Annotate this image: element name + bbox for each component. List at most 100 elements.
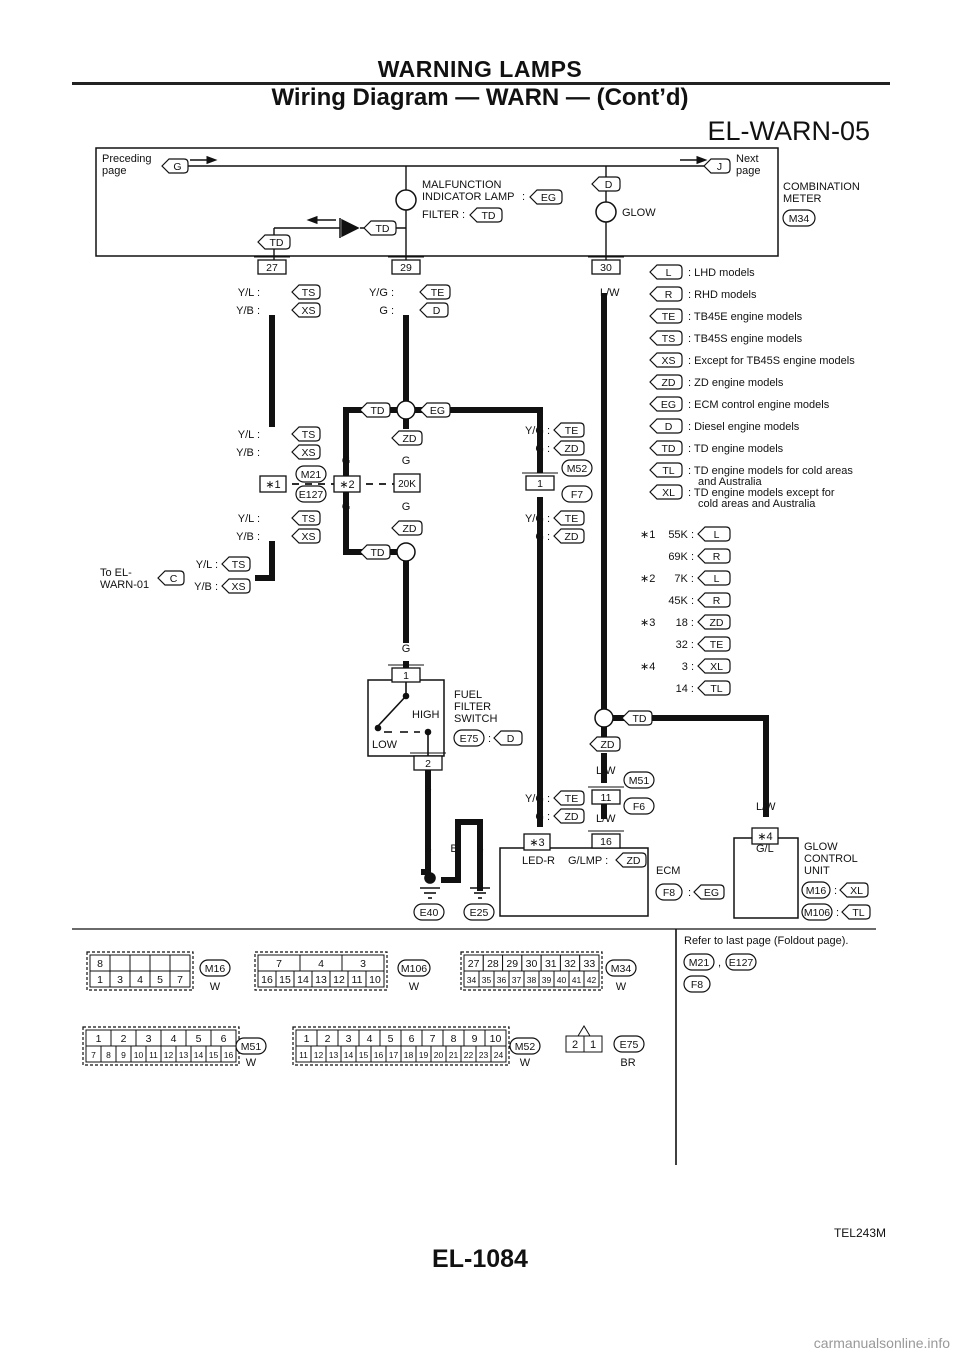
td-4: TD [633,713,647,725]
conn-m16-pin-b2: 4 [137,974,143,986]
wire-g-4: G : [535,811,550,823]
glow-colon-2: : [836,907,839,919]
zd-3-tag: ZD [553,528,585,544]
te-3-tag: TE [553,510,585,526]
xs-3-tag: XS [291,528,321,544]
star-val-2-1: 32 : [676,639,694,651]
conn-m34-frame [460,951,603,991]
xs-1: XS [301,305,315,317]
diode-tag-tag: TD [363,220,397,236]
m21-pill-pill: M21 [295,465,327,483]
star-tag-0-0-tag: L [697,526,731,542]
legend-text-9: : TD engine models for cold areas [688,465,853,477]
refer-m21: M21 [689,957,710,969]
section-heading: WARNING LAMPS [377,56,583,82]
legend-tag-4-tag: XS [649,352,683,368]
f7-pill-pill-outline [561,485,593,503]
xs-4-tag-outline [221,578,251,594]
conn-m51-pin-t3: 4 [171,1033,177,1045]
star-tag-2-0: ZD [710,617,724,629]
preceding-label: Preceding [102,153,152,165]
m52-pill-pill-outline [561,459,593,477]
conn-m16-color: W [210,981,221,993]
star2-box: ∗2 [339,479,354,491]
m21-pill: M21 [301,469,322,481]
ecm-eg-tag: EG [693,884,725,900]
f6-pill-pill-outline [623,797,655,815]
star-tag-1-1: R [713,595,721,607]
star-val-1-1: 45K : [668,595,694,607]
legend-tag-7-tag: D [649,418,683,434]
d-1-tag-outline [419,302,449,318]
wire-yl-2: Y/L : [238,429,260,441]
ecm-f8-pill: F8 [655,883,683,901]
heading-rule [72,82,890,85]
wire-yg-1: Y/G : [369,287,394,299]
conn-m52-pin-t8: 9 [472,1033,478,1045]
conn-m34-pin-t6: 33 [584,958,596,970]
zd-5-tag: ZD [553,808,585,824]
conn-m51-pin-b4: 11 [149,1050,158,1060]
conn-m52-pin-t4: 5 [388,1033,394,1045]
conn-m52-cell-t9 [484,1029,507,1047]
glow-tl-tag: TL [841,904,871,920]
conn-m52-pin-b5: 16 [374,1050,384,1060]
pin-30: 30 [600,262,612,274]
conn-m16-cell-t2 [129,954,151,972]
conn-e75-id-pill: E75 [613,1035,645,1053]
preceding-tag: G [173,161,181,173]
conn-m51-pin-b2: 9 [121,1050,126,1060]
wire-g-2: G : [535,443,550,455]
zd-3: ZD [565,531,579,543]
legend-tag-0-tag: L [649,264,683,280]
conn-e75-pin1: 1 [590,1039,596,1051]
glow-m16-pill-outline [801,881,831,899]
xs-2: XS [301,447,315,459]
conn-m16-cell-t1 [109,954,131,972]
zd-j1: ZD [403,433,417,445]
wire-g-c: G [342,501,351,513]
te-4: TE [565,793,578,805]
star4-box-box [751,827,779,845]
conn-m106-pin-b3: 13 [315,974,327,986]
legend-tag-5-tag: ZD [649,374,683,390]
figure-code: TEL243M [833,1226,886,1240]
star-tag-3-0: XL [710,661,723,673]
ecm-pin-11-box [591,789,621,805]
zd-4: ZD [601,739,615,751]
conn-m52-pin-t1: 2 [325,1033,331,1045]
m21-pill-pill-outline [295,465,327,483]
legend-text2-10: cold areas and Australia [698,498,816,510]
conn-m52-pin-b12: 23 [479,1050,489,1060]
conn-m51-pin-t1: 2 [121,1033,127,1045]
wire-yl-4: Y/L : [196,559,218,571]
td-j: TD [371,405,385,417]
to-tag: C [170,573,178,585]
legend-tag-3: TS [662,333,675,345]
xs-2-tag: XS [291,444,321,460]
star-tag-1-0: L [714,573,720,585]
star-val-2-0: 18 : [676,617,694,629]
legend-tag-0: L [666,267,672,279]
conn-m106-pin-b1: 15 [279,974,291,986]
mil-tag-tag-outline [529,189,563,205]
zd-j1-tag-outline [391,430,423,446]
conn-m34-color: W [616,981,627,993]
next-label-2: page [736,165,760,177]
mil-tag-tag: EG [529,189,563,205]
zd-j1-tag: ZD [391,430,423,446]
ground-e40-pill: E40 [413,903,445,921]
glow-tag-tag-outline [591,176,621,192]
legend-tag-4: XS [661,355,675,367]
mil-tag: EG [541,192,556,204]
conn-m52-pin-b6: 17 [389,1050,399,1060]
conn-m52-pin-t2: 3 [346,1033,352,1045]
star-row-3: ∗4 [640,661,655,673]
conn-m34-pin-b8: 42 [587,975,597,985]
legend-tag-3-tag: TS [649,330,683,346]
to-tag-tag-outline [157,570,185,586]
te-1: TE [431,287,444,299]
ts-4: TS [232,559,245,571]
refer-m21-pill-outline [683,953,715,971]
te-4-tag: TE [553,790,585,806]
